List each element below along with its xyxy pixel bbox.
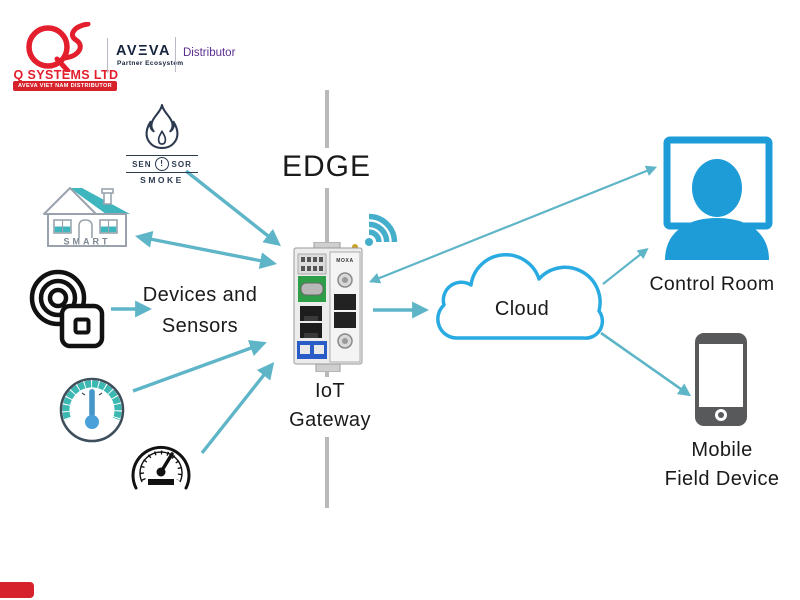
qs-logo [24, 21, 102, 74]
arrow-gateway-controlroom-bidirectional [368, 165, 658, 284]
company-ribbon: AVEVA VIET NAM DISTRIBUTOR [13, 81, 117, 91]
gateway-brand-text: MOXA [336, 258, 353, 264]
aveva-logo: AVΞVA [116, 43, 171, 59]
devices-sensors-line1: Devices and [142, 284, 258, 306]
alert-icon: ! [154, 157, 169, 171]
arrow-gauge-to-gateway [200, 362, 275, 455]
smoke-sen-text: SEN [132, 159, 152, 169]
qs-monogram-icon [26, 21, 91, 74]
smoke-sensor-caption: SEN ! SOR [126, 155, 198, 173]
flame-icon [145, 104, 179, 149]
mobile-phone-icon [695, 333, 747, 431]
devices-sensors-line2: Sensors [161, 315, 239, 337]
control-room-icon [653, 136, 779, 267]
logo-divider-2 [175, 37, 176, 72]
cloud-shape: Cloud [431, 250, 613, 349]
logo-divider-1 [107, 38, 108, 73]
distributor-label: Distributor [183, 47, 236, 59]
mobile-field-device-label: Mobile Field Device [652, 436, 792, 494]
iot-gateway-label: IoT Gateway [286, 377, 374, 437]
devices-sensors-label: Devices and Sensors [130, 280, 270, 342]
arrow-cloud-to-mobile [600, 331, 692, 397]
cloud-label: Cloud [494, 298, 550, 320]
arrow-thermometer-to-gateway [132, 340, 267, 393]
smoke-sensor-icon: SEN ! SOR SMOKE [120, 103, 204, 185]
smart-home-icon: SMART [42, 178, 132, 255]
iot-gateway-line1: IoT [314, 380, 346, 402]
iot-gateway-line2: Gateway [289, 409, 371, 431]
arrow-cloud-to-controlroom [602, 247, 649, 285]
arrow-home-gateway-bidirectional [134, 230, 278, 270]
aveva-tagline: Partner Ecosystem [117, 60, 184, 67]
iot-gateway-device: MOXA [288, 241, 368, 377]
smart-text: SMART [64, 237, 111, 247]
edge-label: EDGE [282, 148, 370, 188]
contactless-sensor-icon [22, 258, 110, 355]
thermometer-gauge-icon [58, 376, 126, 449]
control-room-label: Control Room [649, 273, 775, 295]
smoke-text: SMOKE [140, 175, 184, 185]
ribbon-fragment [0, 582, 34, 598]
mobile-label-line1: Mobile [691, 439, 753, 461]
company-name: Q SYSTEMS LTD [13, 68, 119, 82]
pressure-gauge-icon [126, 432, 196, 501]
smoke-sor-text: SOR [171, 159, 192, 169]
mobile-label-line2: Field Device [664, 468, 780, 490]
